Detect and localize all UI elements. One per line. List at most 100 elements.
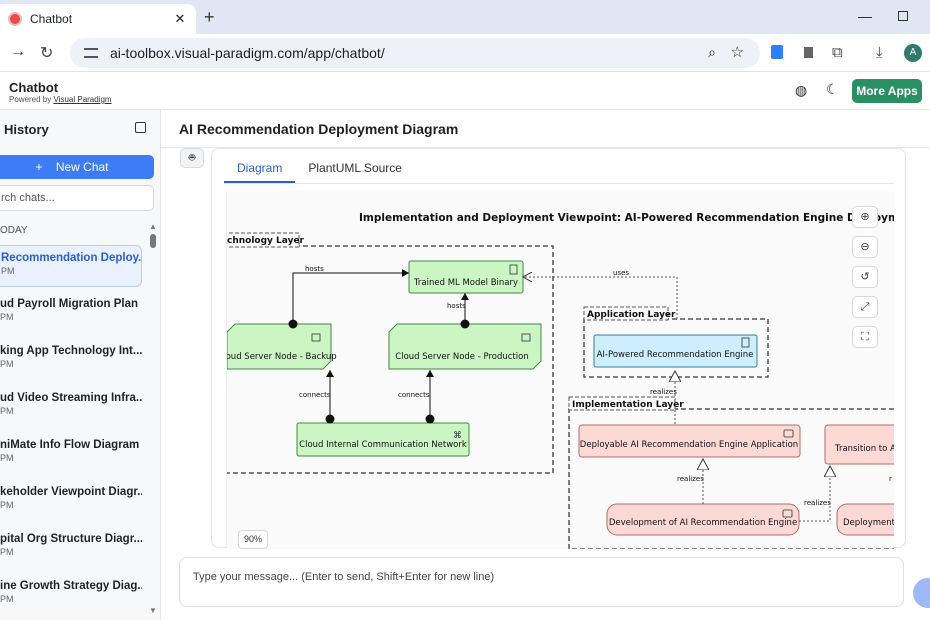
- chat-title: king App Technology Int...: [0, 345, 142, 357]
- app-title: Chatbot: [9, 80, 59, 95]
- zoom-out-icon[interactable]: ⊖: [852, 236, 878, 258]
- dark-mode-icon[interactable]: ☾: [826, 81, 839, 97]
- sidebar-toggle-icon[interactable]: [135, 122, 146, 133]
- cloud-server-node-backup-label: Cloud Server Node - Backup: [227, 352, 337, 362]
- url-text: ai-toolbox.visual-paradigm.com/app/chatb…: [110, 45, 385, 61]
- chat-time: PM: [0, 500, 14, 510]
- chat-time: PM: [0, 453, 14, 463]
- new-chat-button[interactable]: + New Chat: [0, 155, 154, 179]
- uses-edge: [523, 277, 678, 319]
- extension-icon[interactable]: [771, 45, 783, 59]
- chat-title: pital Org Structure Diagr...: [0, 533, 142, 545]
- application-layer-group: [583, 318, 769, 378]
- minimize-window-icon[interactable]: —: [858, 8, 872, 24]
- chat-history-item[interactable]: king App Technology Int... PM: [0, 339, 142, 386]
- maximize-window-icon[interactable]: [898, 11, 908, 21]
- chat-time: PM: [0, 594, 14, 604]
- browser-tab-strip: Chatbot ✕ + —: [0, 0, 930, 34]
- component-icon: [741, 337, 750, 348]
- chat-history-item[interactable]: ine Growth Strategy Diag... PM: [0, 574, 142, 620]
- trained-ml-model-binary-label: Trained ML Model Binary: [413, 278, 518, 288]
- message-input-placeholder: Type your message... (Enter to send, Shi…: [193, 571, 495, 583]
- bookmark-manager-icon[interactable]: [804, 47, 813, 58]
- bookmark-star-icon[interactable]: ☆: [730, 44, 744, 61]
- cloud-server-node-production[interactable]: [388, 323, 542, 370]
- technology-layer-group: [227, 245, 554, 474]
- connects-label: connects: [398, 391, 430, 399]
- new-tab-button[interactable]: +: [204, 7, 215, 27]
- chat-history-item[interactable]: Recommendation Deploy... PM: [0, 245, 142, 287]
- chat-time: PM: [0, 312, 14, 322]
- reset-view-icon[interactable]: ↺: [852, 266, 878, 288]
- cloud-server-node-backup[interactable]: [227, 323, 332, 370]
- forward-icon[interactable]: →: [10, 43, 26, 60]
- node-icon: [311, 333, 321, 342]
- implementation-layer-group: [568, 408, 894, 549]
- new-chat-label: New Chat: [55, 160, 109, 174]
- sidebar-scrollbar[interactable]: ▲ ▼: [149, 222, 157, 615]
- realizes-label-truncated: r: [889, 475, 892, 483]
- chat-history-item[interactable]: niMate Info Flow Diagram PM: [0, 433, 142, 480]
- more-apps-button[interactable]: More Apps: [852, 79, 922, 103]
- scroll-up-icon[interactable]: ▲: [149, 222, 157, 231]
- trained-ml-model-binary-node[interactable]: [408, 260, 524, 294]
- chat-history-item[interactable]: ud Video Streaming Infra... PM: [0, 386, 142, 433]
- divider: [161, 147, 930, 148]
- tab-plantuml-source[interactable]: PlantUML Source: [308, 161, 402, 175]
- powered-by: Powered by Visual Paradigm: [9, 95, 112, 104]
- zoom-icon[interactable]: ⌕: [708, 44, 716, 60]
- chat-history-item[interactable]: keholder Viewpoint Diagr... PM: [0, 480, 142, 527]
- chat-history-list: Recommendation Deploy... PM ud Payroll M…: [0, 245, 142, 620]
- language-globe-icon[interactable]: ◍: [795, 82, 808, 98]
- transition-node[interactable]: [824, 424, 894, 465]
- technology-layer-tab: [227, 232, 300, 248]
- address-bar[interactable]: ai-toolbox.visual-paradigm.com/app/chatb…: [70, 38, 760, 68]
- deployable-ai-recommendation-engine-application-node[interactable]: [578, 424, 801, 458]
- chat-title: niMate Info Flow Diagram: [0, 439, 140, 451]
- message-input[interactable]: Type your message... (Enter to send, Shi…: [179, 557, 904, 607]
- cloud-internal-communication-network-node[interactable]: [296, 422, 470, 457]
- deployment-diagram: Implementation and Deployment Viewpoint:…: [227, 212, 894, 549]
- deployment-node[interactable]: [836, 503, 894, 536]
- diagram-canvas[interactable]: Implementation and Deployment Viewpoint:…: [226, 191, 894, 549]
- fullscreen-icon[interactable]: ⛶: [852, 326, 878, 348]
- deliverable-icon: [783, 429, 794, 438]
- work-package-icon: [782, 509, 793, 518]
- section-label-today: ODAY: [0, 225, 28, 236]
- chat-title: keholder Viewpoint Diagr...: [0, 486, 142, 498]
- chat-title: Recommendation Deploy...: [1, 252, 141, 264]
- extensions-puzzle-icon[interactable]: ⧉: [832, 44, 843, 61]
- implementation-layer-label: Implementation Layer: [572, 400, 684, 410]
- edge-endpoint-dot: [425, 414, 435, 424]
- transition-label: Transition to A: [834, 444, 894, 454]
- cloud-server-node-production-label: Cloud Server Node - Production: [395, 352, 528, 362]
- profile-avatar[interactable]: A: [904, 44, 922, 62]
- chat-title: ud Video Streaming Infra...: [0, 392, 142, 404]
- chat-history-item[interactable]: pital Org Structure Diagr... PM: [0, 527, 142, 574]
- tab-diagram[interactable]: Diagram: [224, 157, 296, 183]
- uses-label: uses: [613, 269, 629, 277]
- zoom-in-icon[interactable]: ⊕: [852, 206, 878, 228]
- visual-paradigm-link[interactable]: Visual Paradigm: [53, 95, 112, 104]
- scrollbar-thumb[interactable]: [150, 234, 156, 248]
- realizes-edge-transition: [799, 466, 830, 522]
- download-icon[interactable]: ⤓: [876, 44, 883, 61]
- browser-tab[interactable]: Chatbot ✕: [0, 4, 196, 34]
- ai-powered-recommendation-engine-node[interactable]: [593, 334, 758, 368]
- main-panel: AI Recommendation Deployment Diagram 🤖︎ …: [161, 110, 930, 620]
- fit-to-screen-icon[interactable]: ⤢: [852, 296, 878, 318]
- close-tab-icon[interactable]: ✕: [174, 11, 186, 26]
- send-button[interactable]: [913, 578, 930, 608]
- scroll-down-icon[interactable]: ▼: [149, 606, 157, 615]
- site-info-icon[interactable]: [84, 48, 98, 58]
- chat-history-item[interactable]: ud Payroll Migration Plan PM: [0, 292, 142, 339]
- search-chats-input[interactable]: rch chats...: [0, 185, 154, 211]
- chat-title: ud Payroll Migration Plan: [0, 298, 139, 310]
- artifact-icon: [509, 264, 518, 275]
- zoom-level-badge[interactable]: 90%: [238, 530, 268, 549]
- diagram-title: Implementation and Deployment Viewpoint:…: [359, 212, 894, 224]
- reload-icon[interactable]: ↻: [40, 45, 54, 62]
- deployment-label: Deployment: [843, 518, 894, 528]
- plus-icon: +: [35, 160, 53, 174]
- chat-time: PM: [0, 406, 14, 416]
